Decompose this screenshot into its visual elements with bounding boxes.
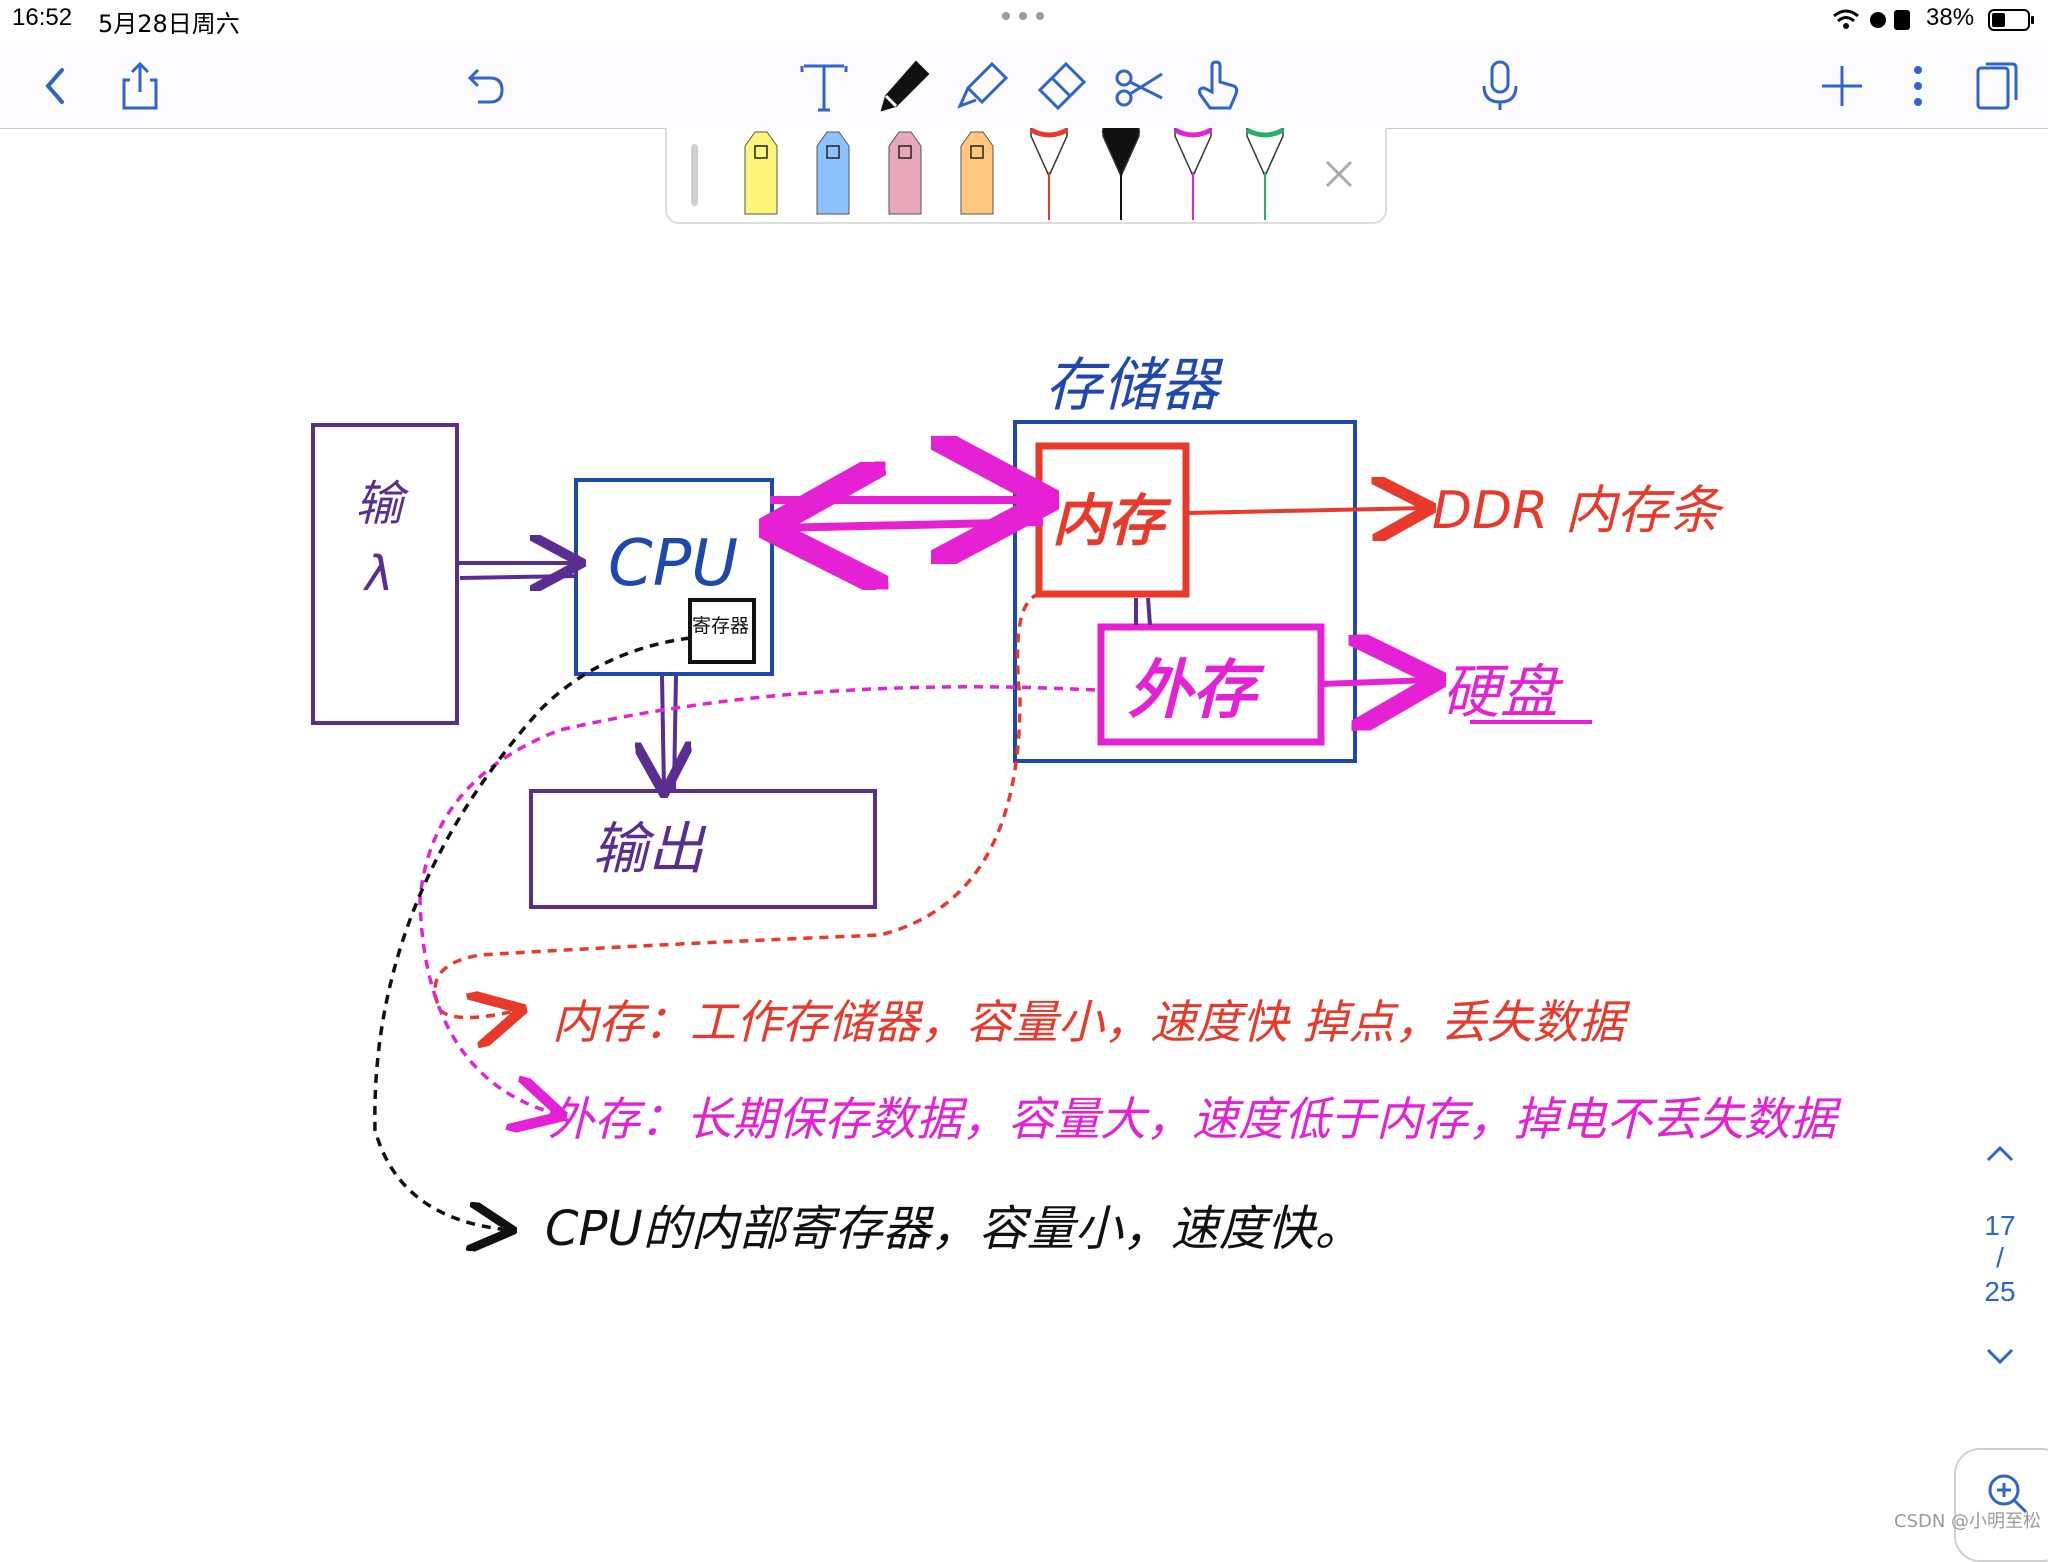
close-icon[interactable] xyxy=(1323,158,1355,190)
highlighter-4[interactable] xyxy=(960,131,994,215)
battery-percent: 38% xyxy=(1926,4,1975,31)
status-icons xyxy=(1833,9,1910,30)
undo-icon[interactable] xyxy=(456,58,512,114)
hand-pointer-icon[interactable] xyxy=(1190,58,1246,114)
page-navigator: 17 / 25 xyxy=(1960,1130,2040,1370)
zoom-button[interactable] xyxy=(1954,1448,2048,1562)
storage-box xyxy=(1097,623,1325,746)
ram-storage-arrows xyxy=(1134,597,1152,626)
ram-to-ddr-arrow xyxy=(1187,508,1428,513)
ram-leader-line xyxy=(433,592,1041,1018)
cpu-label: CPU xyxy=(608,527,738,601)
eraser-tool-icon[interactable] xyxy=(1032,58,1088,114)
storage-to-disk-arrow xyxy=(1320,680,1434,684)
ddr-label: DDR 内存条 xyxy=(1432,481,1725,541)
input-label-line1: 输 xyxy=(355,476,409,532)
pen-palette xyxy=(665,128,1387,224)
pages-icon[interactable] xyxy=(1968,58,2024,114)
output-box xyxy=(529,789,877,909)
page-down-chevron-icon[interactable] xyxy=(1984,1346,2016,1366)
ram-to-cpu-arrow xyxy=(775,522,1044,528)
cpu-to-output-arrow xyxy=(662,675,664,790)
status-bar: 16:52 5月28日周六 38% xyxy=(0,0,2048,40)
total-pages: 25 xyxy=(1984,1276,2016,1307)
wifi-icon xyxy=(1833,9,1859,29)
page-separator: / xyxy=(1996,1242,2004,1273)
status-date: 5月28日周六 xyxy=(98,10,240,38)
memory-title: 存储器 xyxy=(1045,351,1224,419)
input-to-cpu-arrow-2 xyxy=(459,574,579,580)
toolbar xyxy=(0,40,2048,129)
page-up-chevron-icon[interactable] xyxy=(1984,1144,2016,1164)
output-label: 输出 xyxy=(592,817,707,882)
input-box xyxy=(311,423,459,725)
highlighter-2[interactable] xyxy=(816,131,850,215)
palette-handle[interactable] xyxy=(691,144,698,206)
storage-note: 外存：长期保存数据，容量大，速度低于内存，掉电不丢失数据 xyxy=(548,1092,1842,1146)
storage-label: 外存 xyxy=(1128,654,1265,728)
register-box xyxy=(688,598,756,664)
add-page-icon[interactable] xyxy=(1814,58,1870,114)
multitasking-dots-icon[interactable] xyxy=(1000,8,1048,24)
battery-icon xyxy=(1988,9,2034,31)
note-canvas[interactable]: 存储器 输 λ CPU 寄存器 输出 内存 外存 DDR 内存条 硬盘 内存：工… xyxy=(0,130,2048,1536)
highlighter-1[interactable] xyxy=(744,131,778,215)
text-tool-icon[interactable] xyxy=(796,58,852,114)
zoom-in-icon xyxy=(1988,1474,2028,1514)
disk-label: 硬盘 xyxy=(1442,658,1564,726)
cpu-to-output-arrow-2 xyxy=(672,675,678,791)
highlighter-tool-icon[interactable] xyxy=(956,58,1012,114)
register-label: 寄存器 xyxy=(692,615,749,637)
pen-tool-icon[interactable] xyxy=(876,58,932,114)
lock-rotation-icon xyxy=(1894,10,1910,30)
alarm-icon xyxy=(1870,12,1886,28)
ram-label: 内存 xyxy=(1052,489,1172,554)
microphone-icon[interactable] xyxy=(1472,58,1528,114)
watermark: CSDN @小明至松 xyxy=(1894,1511,2042,1532)
palette-pens xyxy=(744,128,1285,220)
register-leader-line xyxy=(373,636,691,1230)
status-time: 16:52 xyxy=(12,4,73,31)
pen-6[interactable] xyxy=(1101,128,1141,220)
ram-note: 内存：工作存储器，容量小，速度快 掉点，丢失数据 xyxy=(552,995,1631,1049)
pen-8[interactable] xyxy=(1245,128,1285,220)
highlighter-3[interactable] xyxy=(888,131,922,215)
cpu-note: CPU的内部寄存器，容量小，速度快。 xyxy=(545,1201,1363,1257)
input-label-line2: λ xyxy=(362,546,393,602)
more-options-icon[interactable] xyxy=(1890,58,1946,114)
current-page: 17 xyxy=(1984,1210,2016,1241)
lasso-scissors-icon[interactable] xyxy=(1112,58,1168,114)
share-icon[interactable] xyxy=(112,58,168,114)
pen-5[interactable] xyxy=(1029,128,1069,220)
memory-box xyxy=(1013,420,1357,763)
storage-leader-line xyxy=(418,685,1096,1115)
pen-7[interactable] xyxy=(1173,128,1213,220)
back-chevron-icon[interactable] xyxy=(28,58,84,114)
